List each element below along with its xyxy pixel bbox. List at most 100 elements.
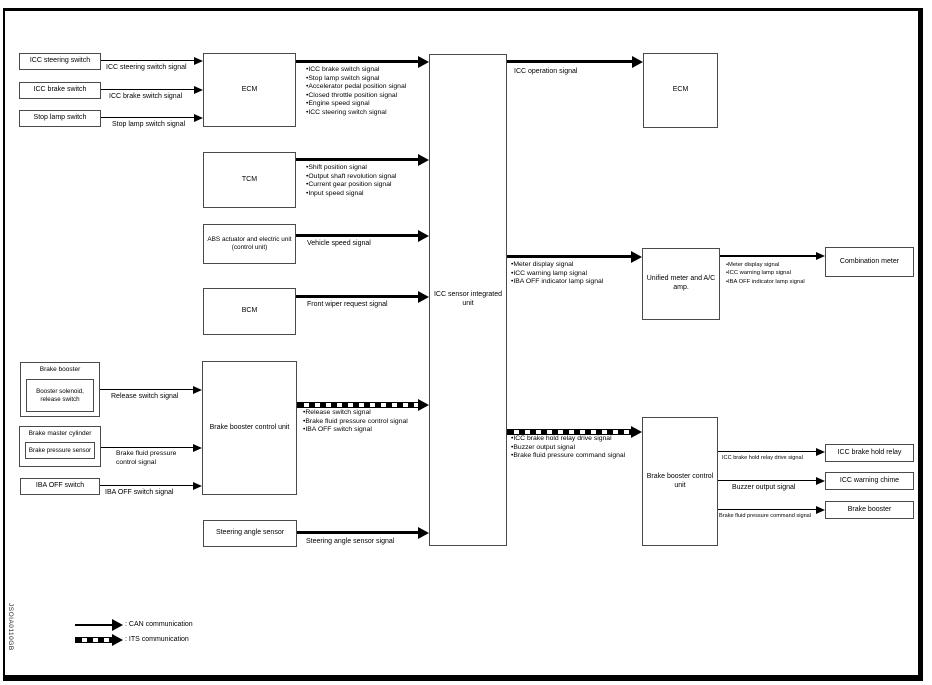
box-icc-sensor-unit: ICC sensor integrated unit [429,54,507,546]
signal-line: •Closed throttle position signal [306,91,398,99]
figure-id: JSOIA0110GB [7,603,14,651]
signal-line: •Input speed signal [306,189,364,197]
arrowhead-icc-steering-to-ecm [194,57,203,65]
label-iba-off-signal: IBA OFF switch signal [105,489,174,496]
arrow-iba-to-bbcu [100,485,194,486]
label-stop-lamp-signal: Stop lamp switch signal [112,121,186,128]
box-steering-angle-sensor: Steering angle sensor [203,520,297,547]
arrow-bbcu-to-warning-chime [718,480,817,481]
arrow-bbcu-to-brake-hold-relay [718,451,817,452]
label-release-switch-signal: Release switch signal [111,393,179,400]
its-arrowhead-icc-to-bbcu-right [631,426,642,438]
label-brake-hold-drive-signal: ICC brake hold relay drive signal [722,455,803,461]
box-icc-brake-hold-relay: ICC brake hold relay [825,444,914,462]
box-brake-booster-left-label: Brake booster [39,366,81,373]
legend-can-arrowhead [112,619,123,631]
signal-line: •ICC warning lamp signal [511,269,588,277]
label-icc-steering-signal: ICC steering switch signal [106,64,187,71]
can-arrowhead-icc-to-ecm-right [632,56,643,68]
arrowhead-bbcu-to-warning-chime [816,477,825,485]
signal-list-tcm: •Shift position signal •Output shaft rev… [306,164,396,198]
signal-line: •ICC brake switch signal [306,66,380,73]
signal-line: •ICC brake hold relay drive signal [511,435,612,442]
box-ecm-left: ECM [203,53,296,127]
label-brake-fluid-command-signal: Brake fluid pressure command signal [719,513,812,519]
signal-line: •IBA OFF indicator lamp signal [726,278,805,285]
signal-line: •ICC warning lamp signal [726,270,791,277]
box-brake-booster-left: Brake booster Booster solenoid, release … [20,362,100,417]
signal-line: •Brake fluid pressure command signal [511,452,626,460]
signal-list-meter-right: •Meter display signal •ICC warning lamp … [726,261,805,286]
box-icc-brake-switch: ICC brake switch [19,82,101,99]
arrowhead-icc-brake-to-ecm [194,86,203,94]
arrowhead-master-cylinder-to-bbcu [193,444,202,452]
legend-its-arrow [75,637,113,643]
arrowhead-bbcu-to-brake-booster [816,506,825,514]
arrow-unified-meter-to-combination [720,255,817,257]
label-icc-operation-signal: ICC operation signal [514,68,578,75]
box-abs-unit: ABS actuator and electric unit (control … [203,224,296,264]
box-brake-pressure-sensor: Brake pressure sensor [25,442,95,459]
label-icc-brake-signal: ICC brake switch signal [109,93,183,100]
can-arrow-abs-to-icc [296,234,419,237]
can-arrow-icc-to-ecm-right [507,60,633,63]
diagram-border [3,8,923,681]
box-stop-lamp-switch: Stop lamp switch [19,110,101,127]
signal-line: •Brake fluid pressure control signal [303,417,408,425]
box-brake-master-cylinder: Brake master cylinder Brake pressure sen… [19,426,101,467]
legend-can-label: : CAN communication [125,621,193,628]
can-arrow-bcm-to-icc [296,295,419,298]
box-bcm: BCM [203,288,296,335]
box-brake-booster-cu-left: Brake booster control unit [202,361,297,495]
signal-list-icc-to-bbcu: •ICC brake hold relay drive signal •Buzz… [511,435,625,461]
signal-list-bbcu-to-icc: •Release switch signal •Brake fluid pres… [303,409,408,435]
box-icc-steering-switch: ICC steering switch [19,53,101,70]
can-arrow-steering-angle-to-icc [297,531,419,534]
signal-line: •Current gear position signal [306,181,392,189]
signal-line: •IBA OFF switch signal [303,426,372,434]
can-arrowhead-tcm-to-icc [418,154,429,166]
label-vehicle-speed-signal: Vehicle speed signal [307,240,371,247]
arrowhead-booster-to-bbcu [193,386,202,394]
arrow-bbcu-to-brake-booster [718,509,817,510]
arrow-icc-brake-to-ecm [101,89,195,90]
signal-line: •Release switch signal [303,409,371,416]
arrow-icc-steering-to-ecm [101,60,195,61]
signal-line: •Stop lamp switch signal [306,74,380,82]
arrow-stop-lamp-to-ecm [101,117,195,118]
arrowhead-unified-meter-to-combination [816,252,825,260]
arrowhead-iba-to-bbcu [193,482,202,490]
legend-its-arrowhead [112,634,123,646]
signal-line: •IBA OFF indicator lamp signal [511,278,604,286]
box-ecm-right: ECM [643,53,718,128]
its-arrow-bbcu-to-icc [297,402,419,408]
its-arrowhead-bbcu-to-icc [418,399,429,411]
arrowhead-stop-lamp-to-ecm [194,114,203,122]
signal-line: •Meter display signal [726,262,780,268]
can-arrowhead-ecm-to-icc [418,56,429,68]
can-arrow-tcm-to-icc [296,158,419,161]
box-tcm: TCM [203,152,296,208]
label-steering-angle-signal: Steering angle sensor signal [306,538,395,545]
signal-line: •Engine speed signal [306,100,370,108]
can-arrow-icc-to-unified-meter [507,255,632,258]
signal-line: •Output shaft revolution signal [306,172,397,180]
signal-line: •ICC steering switch signal [306,108,387,116]
label-front-wiper-signal: Front wiper request signal [307,301,388,308]
signal-line: •Meter display signal [511,261,574,268]
can-arrow-ecm-to-icc [296,60,419,63]
label-buzzer-output-signal: Buzzer output signal [732,484,796,491]
signal-list-ecm: •ICC brake switch signal •Stop lamp swit… [306,66,406,118]
signal-list-meter: •Meter display signal •ICC warning lamp … [511,261,603,287]
box-icc-warning-chime: ICC warning chime [825,472,914,490]
can-arrowhead-bcm-to-icc [418,291,429,303]
legend-can-arrow [75,624,113,626]
box-brake-booster-right: Brake booster [825,501,914,519]
box-iba-off-switch: IBA OFF switch [20,478,100,495]
box-brake-booster-cu-right: Brake booster control unit [642,417,718,546]
label-brake-fluid-control-signal: Brake fluid pressure control signal [116,450,177,466]
can-arrowhead-icc-to-unified-meter [631,251,642,263]
signal-line: •Accelerator pedal position signal [306,83,407,91]
box-booster-solenoid: Booster solenoid, release switch [26,379,94,412]
